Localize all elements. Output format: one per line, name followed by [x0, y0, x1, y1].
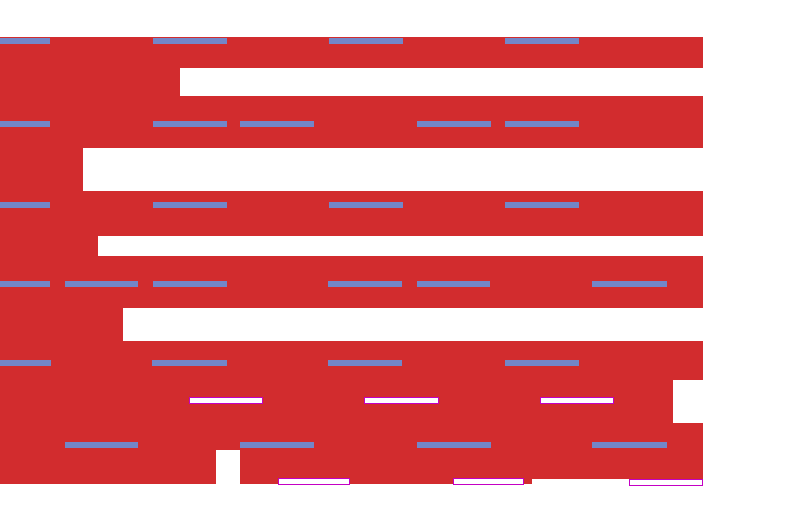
link-bar[interactable] [592, 281, 667, 287]
link-bar[interactable] [329, 38, 403, 44]
white-gap [216, 450, 240, 484]
red-text-block [0, 308, 123, 341]
highlighted-link-bar[interactable] [278, 478, 350, 485]
link-bar[interactable] [505, 360, 579, 366]
highlighted-link-bar[interactable] [629, 479, 703, 486]
red-text-block [532, 475, 703, 479]
red-text-block [0, 96, 703, 148]
red-text-block [0, 68, 180, 96]
highlighted-link-bar[interactable] [364, 397, 439, 404]
link-bar[interactable] [0, 202, 50, 208]
link-bar[interactable] [240, 442, 314, 448]
link-bar[interactable] [153, 281, 227, 287]
link-bar[interactable] [152, 360, 227, 366]
link-bar[interactable] [505, 121, 579, 127]
red-text-block [0, 191, 703, 236]
link-bar[interactable] [153, 38, 227, 44]
link-bar[interactable] [153, 121, 227, 127]
link-bar[interactable] [417, 281, 490, 287]
link-bar[interactable] [417, 442, 491, 448]
link-bar[interactable] [0, 121, 50, 127]
highlighted-link-bar[interactable] [540, 397, 614, 404]
link-bar[interactable] [65, 442, 138, 448]
link-bar[interactable] [505, 38, 579, 44]
link-bar[interactable] [328, 360, 402, 366]
link-bar[interactable] [0, 281, 50, 287]
link-bar[interactable] [0, 360, 51, 366]
link-bar[interactable] [328, 281, 402, 287]
link-bar[interactable] [65, 281, 138, 287]
link-bar[interactable] [153, 202, 227, 208]
link-bar[interactable] [0, 38, 50, 44]
red-text-block [0, 475, 216, 484]
highlighted-link-bar[interactable] [453, 478, 524, 485]
link-bar[interactable] [505, 202, 579, 208]
white-gap [673, 380, 703, 423]
red-text-block [0, 148, 83, 191]
link-bar[interactable] [417, 121, 491, 127]
red-text-block [240, 475, 532, 484]
link-bar[interactable] [592, 442, 667, 448]
highlighted-link-bar[interactable] [189, 397, 263, 404]
red-text-block [0, 236, 98, 256]
link-bar[interactable] [329, 202, 403, 208]
link-bar[interactable] [240, 121, 314, 127]
